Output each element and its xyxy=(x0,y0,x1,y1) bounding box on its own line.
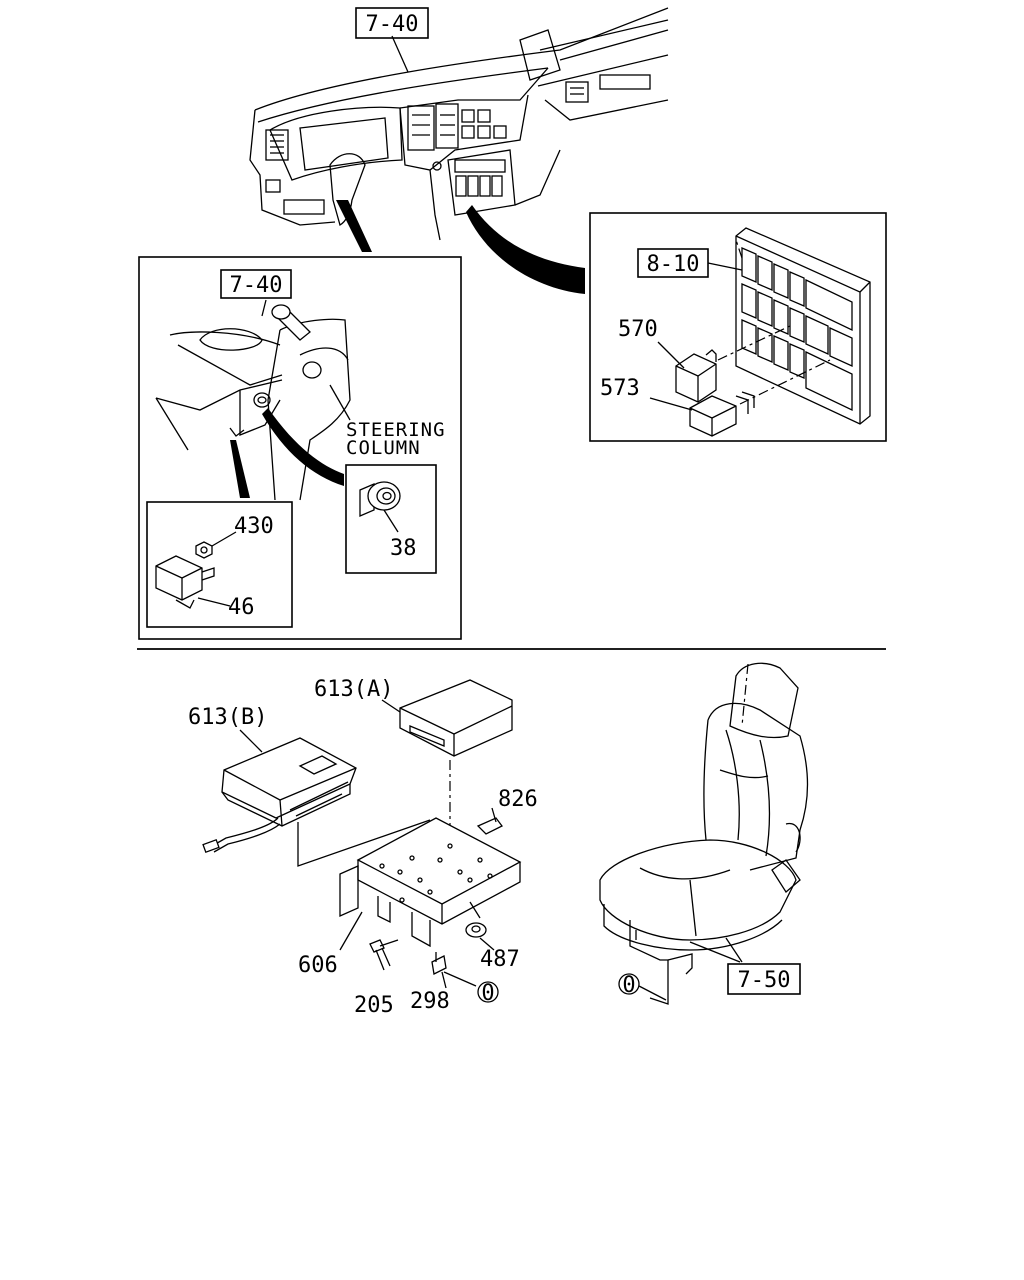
label-46: 46 xyxy=(228,595,255,620)
label-606: 606 xyxy=(298,953,338,978)
callout-wedge-switch xyxy=(262,408,344,486)
svg-text:7-40: 7-40 xyxy=(366,12,419,37)
label-430: 430 xyxy=(234,514,274,539)
label-205: 205 xyxy=(354,993,394,1018)
circle-marker-seat: 0 xyxy=(618,973,667,1001)
label-613b: 613(B) xyxy=(188,705,267,730)
dashboard-illustration xyxy=(249,7,669,241)
steering-column-inset xyxy=(138,256,462,640)
svg-text:0: 0 xyxy=(481,981,494,1006)
ref-box-seat: 7-50 xyxy=(727,963,801,995)
relay-box-inset xyxy=(589,212,887,442)
callout-wedge-relay xyxy=(466,205,585,294)
callout-wedge-column xyxy=(336,200,372,252)
callout-wedge-relay-46 xyxy=(230,440,250,498)
label-298: 298 xyxy=(410,989,450,1014)
seat-illustration xyxy=(599,662,809,1005)
svg-text:8-10: 8-10 xyxy=(647,252,700,277)
svg-text:7-50: 7-50 xyxy=(738,968,791,993)
ref-box-relay: 8-10 xyxy=(637,248,709,278)
label-573: 573 xyxy=(600,376,640,401)
controller-bracket-illustration xyxy=(202,679,522,989)
svg-text:0: 0 xyxy=(622,973,635,998)
relay-46-inset xyxy=(146,501,293,628)
label-487: 487 xyxy=(480,947,520,972)
label-steering: STEERING xyxy=(346,419,446,441)
ref-box-column: 7-40 xyxy=(220,269,292,299)
label-38: 38 xyxy=(390,536,417,561)
label-613a: 613(A) xyxy=(314,677,393,702)
label-570: 570 xyxy=(618,317,658,342)
circle-marker-bracket: 0 xyxy=(477,981,499,1006)
svg-text:7-40: 7-40 xyxy=(230,273,283,298)
label-column: COLUMN xyxy=(346,437,421,459)
label-826: 826 xyxy=(498,787,538,812)
switch-38-inset xyxy=(345,464,437,574)
ref-box-dash: 7-40 xyxy=(355,7,429,39)
